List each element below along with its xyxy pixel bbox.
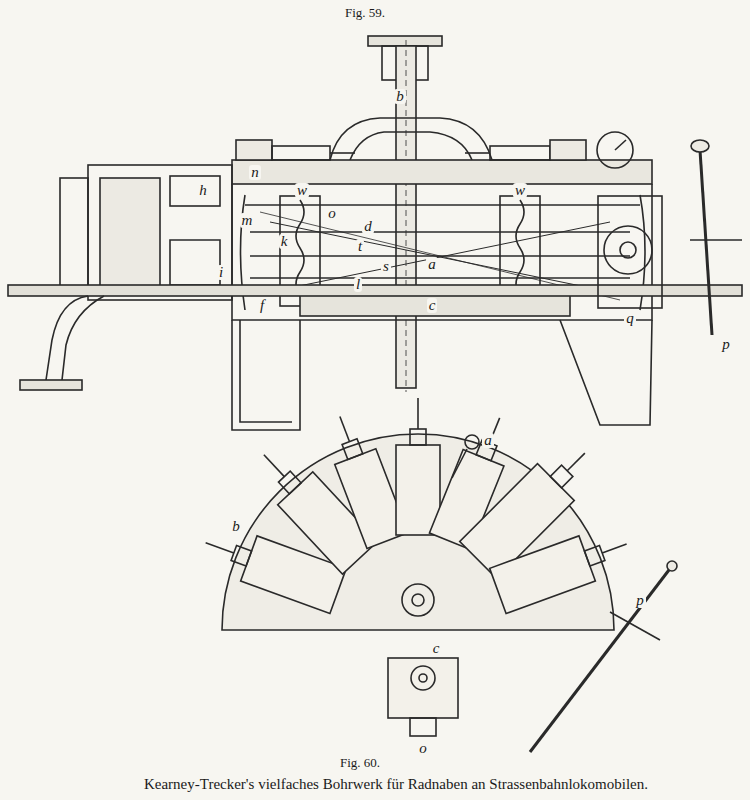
callout-letter: m — [240, 213, 255, 228]
callout-letter: s — [381, 259, 391, 274]
callout-letter: n — [249, 165, 261, 180]
callout-letter: t — [356, 239, 364, 254]
callout-letter: b — [394, 89, 406, 104]
callout-letter: f — [258, 298, 266, 313]
callout-letter: k — [279, 234, 290, 249]
callout-letter: w — [295, 183, 309, 198]
callout-letter: a — [426, 257, 438, 272]
callout-letter: p — [720, 337, 732, 352]
callout-letter: o — [326, 206, 338, 221]
figure-number: Fig. 60. — [337, 755, 383, 770]
callout-letter: h — [197, 183, 209, 198]
callout-letter: c — [431, 641, 442, 656]
figure-number: Fig. 59. — [342, 5, 388, 20]
callout-letter: i — [217, 265, 225, 280]
callout-letter: c — [427, 298, 438, 313]
callout-letter: a — [482, 433, 494, 448]
callout-letter: p — [634, 593, 646, 608]
callout-letter: b — [230, 519, 242, 534]
callout-letter: d — [362, 219, 374, 234]
callout-letter: w — [513, 183, 527, 198]
callout-letter: o — [417, 741, 429, 756]
figure-caption: Kearney-Trecker's vielfaches Bohrwerk fü… — [144, 777, 648, 792]
callout-letter: q — [624, 311, 636, 326]
callout-letter: l — [354, 277, 362, 292]
